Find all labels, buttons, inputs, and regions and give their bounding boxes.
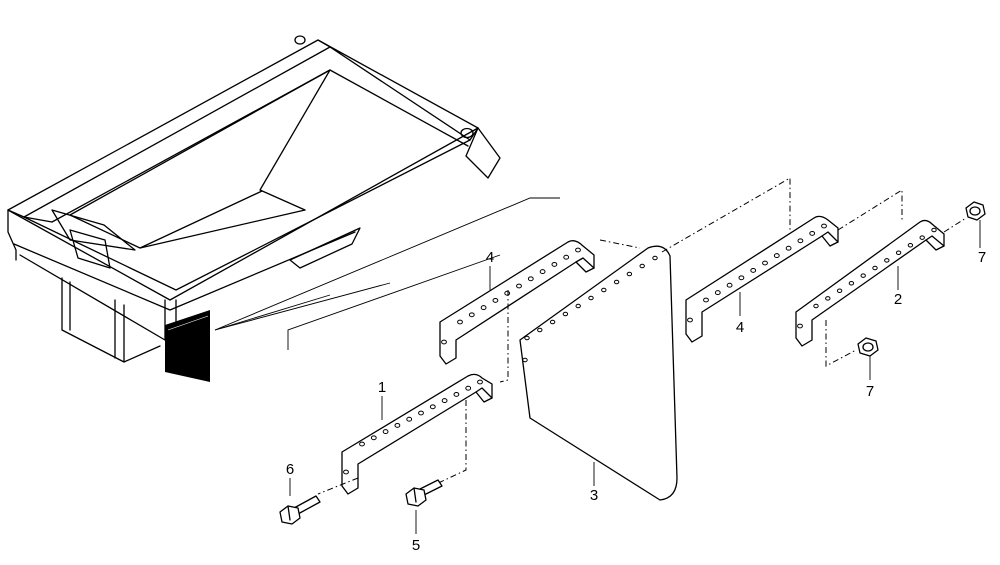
bracket-4-left <box>439 240 595 365</box>
mounting-hole <box>919 235 925 240</box>
mounting-hole <box>588 295 594 301</box>
mounting-hole <box>477 379 483 385</box>
mounting-hole <box>907 242 914 248</box>
bolt-5 <box>405 479 443 507</box>
callout-2: 2 <box>894 291 902 308</box>
mounting-hole <box>639 263 645 269</box>
mounting-hole <box>652 255 658 261</box>
mounting-hole <box>492 297 499 303</box>
callout-6: 6 <box>286 461 294 478</box>
mounting-hole <box>549 319 556 325</box>
mounting-hole <box>601 287 607 293</box>
bracket-2 <box>795 219 945 347</box>
mounting-hole <box>797 323 803 329</box>
mounting-hole <box>714 290 721 296</box>
nut-upper <box>965 201 986 221</box>
mounting-hole <box>418 410 424 416</box>
mounting-hole <box>809 230 816 236</box>
lifting-ring <box>294 35 306 45</box>
mounting-hole <box>575 247 581 253</box>
mounting-hole <box>825 296 831 301</box>
mounting-hole <box>626 271 633 277</box>
mounting-hole <box>750 267 757 273</box>
bolt-6 <box>279 495 321 525</box>
mounting-hole <box>797 238 804 244</box>
assembly-lines <box>317 177 967 495</box>
callout-4-right: 4 <box>736 319 744 336</box>
callout-5: 5 <box>412 537 420 554</box>
callout-7-upper: 7 <box>978 249 986 266</box>
mounting-hole <box>480 305 487 311</box>
section-break-lines <box>214 197 560 350</box>
mounting-hole <box>504 290 511 296</box>
mounting-hole <box>394 422 401 428</box>
mounting-hole <box>613 279 620 285</box>
mounting-hole <box>522 357 528 363</box>
hopper-body <box>7 35 501 382</box>
mounting-hole <box>860 273 866 278</box>
mounting-hole <box>465 385 472 391</box>
mounting-hole <box>931 227 937 233</box>
mounting-hole <box>738 275 745 281</box>
mounting-hole <box>527 276 534 282</box>
mounting-hole <box>382 429 389 435</box>
mounting-hole <box>539 269 546 275</box>
mounting-hole <box>872 265 878 271</box>
callout-labels: 4 1 4 2 3 6 5 7 7 <box>286 249 986 554</box>
mounting-hole <box>370 435 377 441</box>
mounting-hole <box>343 469 349 475</box>
mounting-hole <box>429 404 436 410</box>
mounting-hole <box>551 261 558 267</box>
mounting-hole <box>537 327 543 333</box>
mounting-hole <box>726 282 733 288</box>
mounting-hole <box>516 283 522 289</box>
callout-4-left: 4 <box>486 249 494 266</box>
mounting-hole <box>359 441 365 447</box>
mounting-hole <box>703 297 709 303</box>
mounting-hole <box>441 339 447 345</box>
mounting-hole <box>575 303 581 309</box>
mud-flap-plate <box>519 245 678 501</box>
mounting-hole <box>441 398 448 404</box>
callout-7-lower: 7 <box>866 383 874 400</box>
callout-1: 1 <box>378 379 386 396</box>
rubber-flap <box>165 310 210 382</box>
mounting-hole <box>821 223 827 229</box>
mounting-hole <box>457 319 463 325</box>
mounting-hole <box>762 260 768 266</box>
mounting-hole <box>848 280 855 286</box>
mounting-hole <box>406 416 413 422</box>
mounting-hole <box>524 335 530 341</box>
nut-lower <box>857 337 879 357</box>
bracket-4-right <box>685 215 839 343</box>
mounting-hole <box>562 311 569 317</box>
mounting-hole <box>836 288 843 294</box>
mounting-hole <box>453 391 460 397</box>
mounting-hole <box>813 303 819 309</box>
mounting-hole <box>563 254 570 260</box>
callout-3: 3 <box>590 487 598 504</box>
callout-leaders <box>289 220 981 534</box>
mounting-hole <box>895 250 902 256</box>
bracket-1 <box>341 373 493 495</box>
mounting-hole <box>785 245 792 251</box>
mounting-hole <box>884 258 890 263</box>
mounting-hole <box>773 253 780 259</box>
mounting-hole <box>687 317 693 323</box>
mounting-hole <box>468 312 475 318</box>
